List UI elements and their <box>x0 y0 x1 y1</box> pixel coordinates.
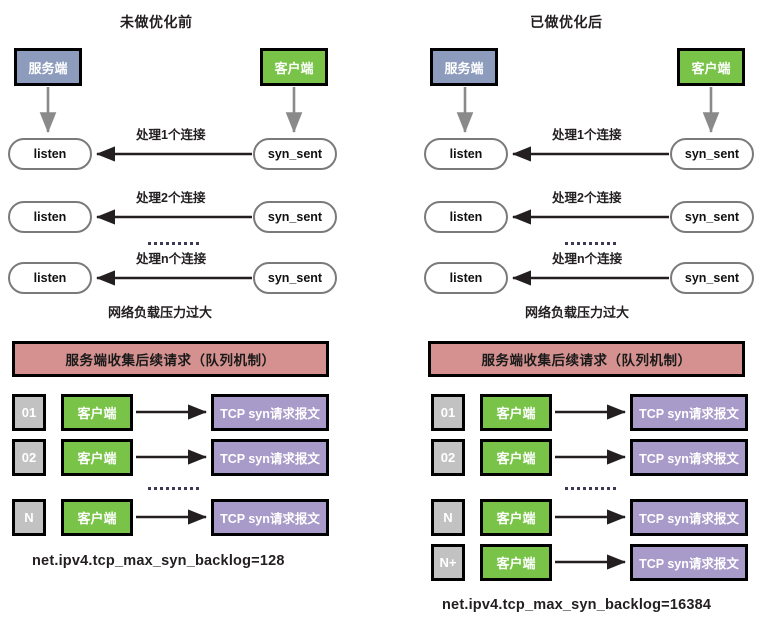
queue-packet-02-after: TCP syn请求报文 <box>630 439 748 476</box>
queue-packet-n-after: TCP syn请求报文 <box>630 499 748 536</box>
queue-client-n-after: 客户端 <box>480 499 552 536</box>
queue-index-n-before: N <box>12 499 46 536</box>
state-synsent-1-after: syn_sent <box>670 138 754 170</box>
edge-label-n-after: 处理n个连接 <box>552 252 623 266</box>
flow-ellipsis-before <box>148 242 199 245</box>
edge-label-1-before: 处理1个连接 <box>136 128 206 142</box>
panel-title-after: 已做优化后 <box>530 14 603 30</box>
queue-ellipsis-before <box>148 487 199 490</box>
flow-ellipsis-after <box>565 242 616 245</box>
state-synsent-2-after: syn_sent <box>670 201 754 233</box>
backlog-setting-after: net.ipv4.tcp_max_syn_backlog=16384 <box>442 597 712 613</box>
server-box-before: 服务端 <box>14 48 82 86</box>
queue-client-02-after: 客户端 <box>480 439 552 476</box>
queue-packet-01-after: TCP syn请求报文 <box>630 394 748 431</box>
queue-packet-01-before: TCP syn请求报文 <box>211 394 329 431</box>
queue-client-nplus-after: 客户端 <box>480 544 552 581</box>
state-listen-1-after: listen <box>424 138 508 170</box>
state-listen-n-after: listen <box>424 262 508 294</box>
queue-banner-after: 服务端收集后续请求（队列机制） <box>428 341 745 377</box>
queue-client-01-after: 客户端 <box>480 394 552 431</box>
queue-index-nplus-after: N+ <box>431 544 465 581</box>
client-box-after: 客户端 <box>677 48 745 86</box>
flow-note-before: 网络负载压力过大 <box>108 305 213 320</box>
panel-before: 未做优化前 服务端 客户端 listen syn_sent 处理1个连接 lis… <box>0 0 379 619</box>
edge-label-2-before: 处理2个连接 <box>136 191 206 205</box>
panel-after: 已做优化后 服务端 客户端 listen syn_sent 处理1个连接 lis… <box>380 0 759 619</box>
queue-packet-02-before: TCP syn请求报文 <box>211 439 329 476</box>
flow-note-after: 网络负载压力过大 <box>525 305 630 320</box>
queue-packet-n-before: TCP syn请求报文 <box>211 499 329 536</box>
backlog-setting-before: net.ipv4.tcp_max_syn_backlog=128 <box>32 553 285 569</box>
queue-index-01-before: 01 <box>12 394 46 431</box>
queue-index-01-after: 01 <box>431 394 465 431</box>
state-listen-n-before: listen <box>8 262 92 294</box>
server-box-after: 服务端 <box>430 48 498 86</box>
queue-index-02-before: 02 <box>12 439 46 476</box>
queue-packet-nplus-after: TCP syn请求报文 <box>630 544 748 581</box>
state-listen-2-after: listen <box>424 201 508 233</box>
edge-label-1-after: 处理1个连接 <box>552 128 622 142</box>
state-synsent-n-after: syn_sent <box>670 262 754 294</box>
queue-ellipsis-after <box>565 487 616 490</box>
queue-index-n-after: N <box>431 499 465 536</box>
queue-client-02-before: 客户端 <box>61 439 133 476</box>
state-synsent-1-before: syn_sent <box>253 138 337 170</box>
queue-banner-before: 服务端收集后续请求（队列机制） <box>12 341 329 377</box>
state-synsent-n-before: syn_sent <box>253 262 337 294</box>
state-listen-1-before: listen <box>8 138 92 170</box>
edge-label-2-after: 处理2个连接 <box>552 191 622 205</box>
state-synsent-2-before: syn_sent <box>253 201 337 233</box>
queue-client-n-before: 客户端 <box>61 499 133 536</box>
state-listen-2-before: listen <box>8 201 92 233</box>
edge-label-n-before: 处理n个连接 <box>136 252 207 266</box>
client-box-before: 客户端 <box>260 48 328 86</box>
queue-client-01-before: 客户端 <box>61 394 133 431</box>
queue-index-02-after: 02 <box>431 439 465 476</box>
panel-title-before: 未做优化前 <box>120 14 193 30</box>
